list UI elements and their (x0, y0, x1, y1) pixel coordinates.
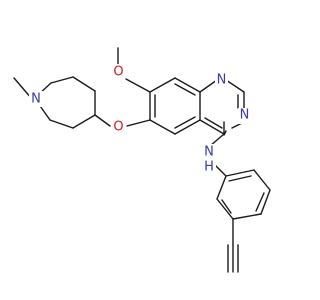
atom-N3: N (238, 108, 251, 124)
bond (225, 169, 255, 177)
bond (232, 213, 262, 220)
atom-label: N (217, 73, 227, 88)
bond (199, 79, 218, 93)
bond (174, 119, 201, 135)
bond (149, 119, 176, 135)
atom-label: O (113, 120, 123, 135)
molecule-diagram: N N N H O O N (13, 47, 271, 273)
bond (72, 76, 96, 92)
bond (225, 79, 245, 93)
atom-N-piperidine: N (29, 91, 43, 107)
bond (72, 114, 96, 129)
atom-O-methoxy: O (112, 64, 125, 80)
bonds (13, 47, 271, 273)
atom-label-h: H (204, 160, 214, 175)
atom-O-ether: O (112, 119, 125, 135)
bond (204, 117, 223, 129)
atom-labels: N N N H O O N (29, 64, 251, 175)
bond (174, 116, 196, 129)
atom-N1: N (215, 72, 228, 88)
bond (221, 199, 232, 214)
bond (216, 175, 227, 200)
bond (50, 76, 74, 84)
bond (228, 175, 252, 182)
atom-NH: N H (202, 144, 216, 175)
bond (174, 77, 201, 93)
bond (255, 192, 265, 212)
bond (199, 119, 225, 135)
atom-label: N (240, 108, 250, 123)
bond (260, 189, 271, 215)
bond (126, 119, 151, 127)
bond (149, 77, 176, 93)
bond (216, 198, 234, 220)
atom-label: N (204, 145, 214, 160)
atom-label: O (113, 65, 123, 80)
bond (49, 119, 74, 129)
bond (253, 169, 271, 191)
bond (94, 114, 111, 127)
structure-canvas: N N N H O O N (13, 47, 271, 273)
bond (125, 78, 151, 93)
atom-label: N (31, 92, 41, 107)
bond (174, 83, 196, 96)
